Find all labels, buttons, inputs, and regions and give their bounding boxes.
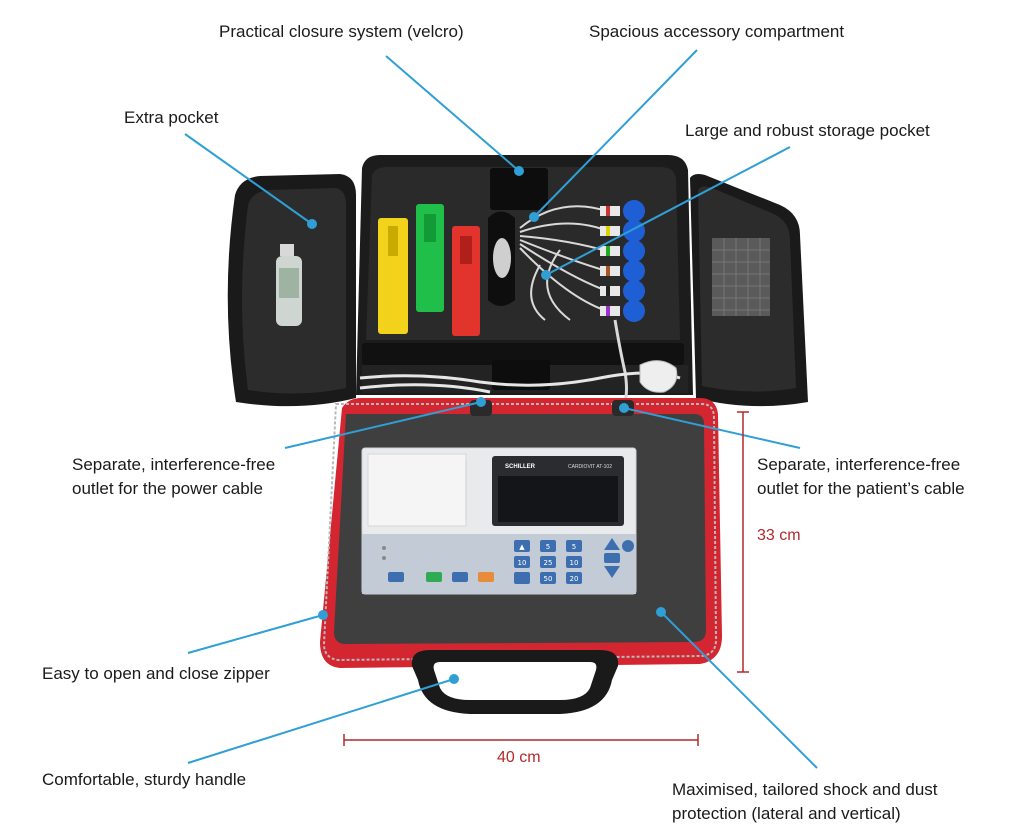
- key-r3c2: 50: [544, 575, 553, 583]
- dimension-height-label: 33 cm: [757, 527, 801, 544]
- callout-storage-pocket: Large and robust storage pocket: [685, 121, 930, 140]
- key-r1c2: 5: [546, 543, 550, 551]
- suction-electrodes: [600, 200, 645, 322]
- callout-accessory: Spacious accessory compartment: [589, 22, 845, 41]
- callout-protection-line1: Maximised, tailored shock and dust: [672, 780, 938, 799]
- callout-patient-outlet-line2: outlet for the patient’s cable: [757, 479, 965, 498]
- callout-zipper: Easy to open and close zipper: [42, 664, 270, 683]
- device-model: CARDIOVIT AT-102: [568, 464, 612, 470]
- key-r1c1: ▲: [519, 543, 525, 551]
- callout-extra-pocket: Extra pocket: [124, 108, 219, 127]
- key-r2c1: 10: [518, 559, 527, 567]
- key-r1c3: 5: [572, 543, 576, 551]
- leader-lines: [184, 49, 818, 769]
- power-plug: [639, 360, 678, 393]
- callout-power-outlet-line2: outlet for the power cable: [72, 479, 263, 498]
- right-flap: [690, 174, 808, 407]
- callout-power-outlet-line1: Separate, interference-free: [72, 455, 276, 474]
- arrow-up-icon: [604, 538, 620, 550]
- device-brand: SCHILLER: [505, 464, 536, 470]
- velcro-strap: [490, 168, 548, 210]
- callout-handle: Comfortable, sturdy handle: [42, 770, 247, 789]
- ecg-device: [361, 447, 637, 595]
- arrow-down-icon: [604, 566, 620, 578]
- key-r2c2: 25: [544, 559, 553, 567]
- spray-bottle-icon: [276, 244, 302, 326]
- keypad: [388, 540, 582, 584]
- limb-clamps: [378, 204, 515, 336]
- dimension-lines: [343, 411, 749, 746]
- callout-closure: Practical closure system (velcro): [219, 22, 464, 41]
- key-r2c3: 10: [570, 559, 579, 567]
- key-r3c3: 20: [570, 575, 579, 583]
- carry-handle: [411, 650, 619, 714]
- callout-protection-line2: protection (lateral and vertical): [672, 804, 901, 823]
- leader-dots: [307, 166, 666, 684]
- lid-divider: [362, 343, 684, 365]
- dimension-width-label: 40 cm: [497, 749, 541, 766]
- left-flap: [227, 174, 356, 407]
- device-screen: [498, 476, 618, 522]
- callout-patient-outlet-line1: Separate, interference-free: [757, 455, 961, 474]
